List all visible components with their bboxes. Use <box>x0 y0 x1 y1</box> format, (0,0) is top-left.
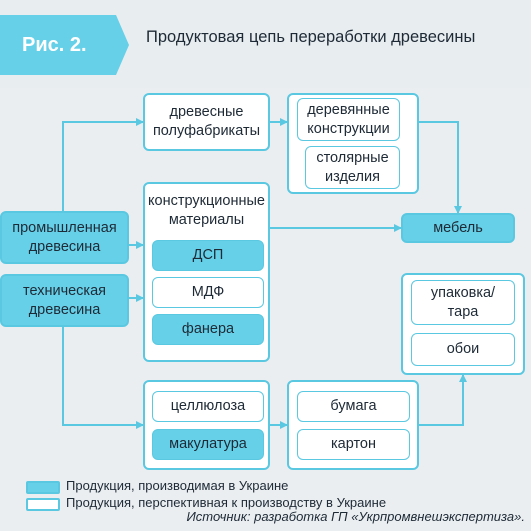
node-mdf: МДФ <box>152 277 264 308</box>
source-note: Источник: разработка ГП «Укрпромвнешэксп… <box>186 509 525 524</box>
figure-title: Продуктовая цепь переработки древесины <box>146 28 476 46</box>
figure-label: Рис. 2. <box>22 34 87 56</box>
node-wallpaper: обои <box>411 333 515 366</box>
node-dsp: ДСП <box>152 240 264 271</box>
arrow-to-pulp-group <box>62 327 144 429</box>
legend-swatch-produced <box>26 481 60 494</box>
node-industrial-wood: промышленная древесина <box>0 211 129 264</box>
node-joinery: столярные изделия <box>305 146 400 189</box>
figure-label-shape <box>0 15 129 75</box>
node-furniture: мебель <box>401 213 515 243</box>
legend-label-prospective: Продукция, перспективная к производству … <box>66 495 387 510</box>
legend-label-produced: Продукция, производимая в Украине <box>66 478 289 493</box>
node-cardboard: картон <box>297 429 410 460</box>
figure-label-tag: Рис. 2. <box>0 15 129 75</box>
arrow-to-semi-finished <box>62 118 144 211</box>
node-technical-wood: техническая древесина <box>0 274 129 327</box>
node-waste-paper: макулатура <box>152 429 264 460</box>
node-paper: бумага <box>297 391 410 422</box>
node-wooden-structures: деревянные конструкции <box>297 98 400 141</box>
node-plywood: фанера <box>152 314 264 345</box>
arrow-paper-to-packaging <box>419 374 467 426</box>
arrow-wood-products-to-furniture <box>419 121 462 214</box>
node-cellulose: целлюлоза <box>152 391 264 422</box>
node-packaging: упаковка/ тара <box>411 280 515 325</box>
node-semi-finished: древесные полуфабрикаты <box>143 93 270 151</box>
legend-swatch-prospective <box>26 498 60 511</box>
construction-materials-title: конструкционные материалы <box>148 193 265 228</box>
